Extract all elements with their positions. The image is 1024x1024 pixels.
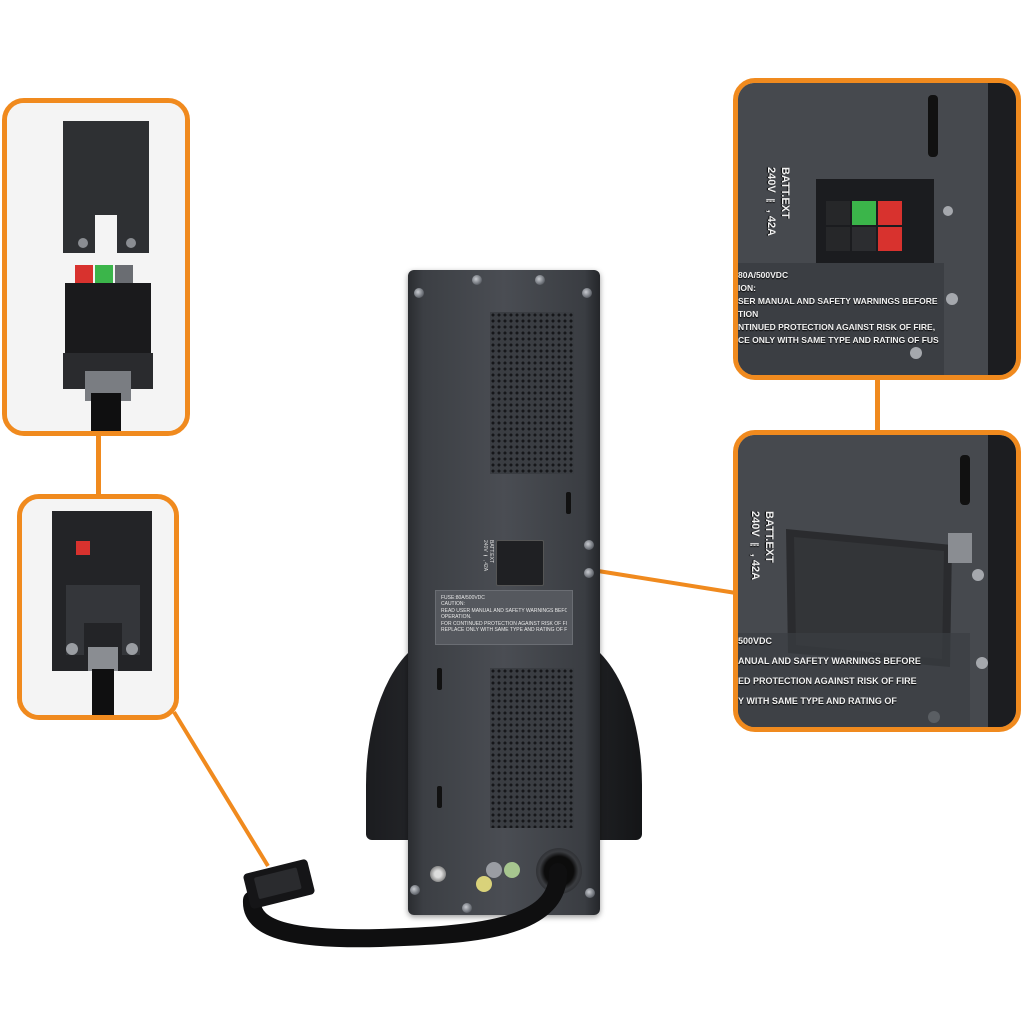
callout-port-open: BATT.EXT 240V ⎓ , 42A 80A/500VDC ION: SE… xyxy=(733,78,1021,380)
connector-line-right xyxy=(875,378,880,434)
zoom-top-line: CE ONLY WITH SAME TYPE AND RATING OF FUS xyxy=(738,335,939,345)
lower-vent-grille xyxy=(490,668,574,828)
callout-plug-covered xyxy=(17,494,179,720)
screw xyxy=(410,885,420,895)
screw xyxy=(584,540,594,550)
plug-photo xyxy=(7,103,185,431)
connector-line-left xyxy=(96,432,101,498)
zoom-top-line: ION: xyxy=(738,283,756,293)
zoom-bottom-line: ED PROTECTION AGAINST RISK OF FIRE xyxy=(738,676,917,686)
zoom-bottom-warning-text: 500VDC ANUAL AND SAFETY WARNINGS BEFORE … xyxy=(738,631,921,711)
covered-plug-photo xyxy=(22,499,174,715)
batt-ext-name: BATT.EXT xyxy=(488,540,494,563)
anderson-plug xyxy=(243,859,315,909)
callout-plug-uncovered xyxy=(2,98,190,436)
zoom-bottom-line: ANUAL AND SAFETY WARNINGS BEFORE xyxy=(738,656,921,666)
screw xyxy=(462,903,472,913)
batt-ext-rating: 240V ⎓ , 42A xyxy=(482,540,488,572)
screw xyxy=(585,888,595,898)
mounting-slot xyxy=(437,786,442,808)
zoom-bottom-port-label: BATT.EXT 240V ⎓ , 42A xyxy=(748,511,776,580)
mounting-slot xyxy=(437,668,442,690)
zoom-top-port-label: BATT.EXT 240V ⎓ , 42A xyxy=(764,167,792,236)
batt-ext-port-cover xyxy=(496,540,544,586)
zoom-bottom-port-rating: 240V ⎓ , 42A xyxy=(749,511,761,581)
label-line: FOR CONTINUED PROTECTION AGAINST RISK OF… xyxy=(441,620,567,627)
label-line: REPLACE ONLY WITH SAME TYPE AND RATING O… xyxy=(441,627,567,634)
zoom-top-line: 80A/500VDC xyxy=(738,270,789,280)
screw xyxy=(582,288,592,298)
label-line: READ USER MANUAL AND SAFETY WARNINGS BEF… xyxy=(441,607,567,614)
open-port-photo xyxy=(738,83,1016,375)
zoom-bottom-port-name: BATT.EXT xyxy=(763,511,775,563)
label-line: FUSE:80A/500VDC xyxy=(441,595,485,601)
screw xyxy=(584,568,594,578)
indicator-gray xyxy=(486,862,502,878)
zoom-bottom-line: 500VDC xyxy=(738,636,773,646)
indicator-yellow xyxy=(476,876,492,892)
mounting-slot xyxy=(566,492,571,514)
screw xyxy=(414,288,424,298)
label-line: CAUTION: xyxy=(441,601,465,608)
ground-terminal-icon xyxy=(430,866,446,882)
zoom-top-warning-text: 80A/500VDC ION: SER MANUAL AND SAFETY WA… xyxy=(738,269,939,347)
screw xyxy=(535,275,545,285)
zoom-top-port-rating: 240V ⎓ , 42A xyxy=(765,167,777,237)
indicator-green xyxy=(504,862,520,878)
label-line: OPERATION. xyxy=(441,614,472,621)
callout-port-covered: BATT.EXT 240V ⎓ , 42A 500VDC ANUAL AND S… xyxy=(733,430,1021,732)
covered-port-photo xyxy=(738,435,1016,727)
zoom-top-line: TION xyxy=(738,309,759,319)
zoom-bottom-line: Y WITH SAME TYPE AND RATING OF xyxy=(738,696,897,706)
fuse-warning-label: FUSE:80A/500VDC CAUTION: READ USER MANUA… xyxy=(435,590,573,645)
batt-ext-port-label: BATT.EXT 240V ⎓ , 42A xyxy=(470,540,494,584)
upper-vent-grille xyxy=(490,312,574,474)
zoom-top-port-name: BATT.EXT xyxy=(779,167,791,219)
screw xyxy=(472,275,482,285)
zoom-top-line: SER MANUAL AND SAFETY WARNINGS BEFORE xyxy=(738,296,938,306)
zoom-top-line: NTINUED PROTECTION AGAINST RISK OF FIRE, xyxy=(738,322,936,332)
